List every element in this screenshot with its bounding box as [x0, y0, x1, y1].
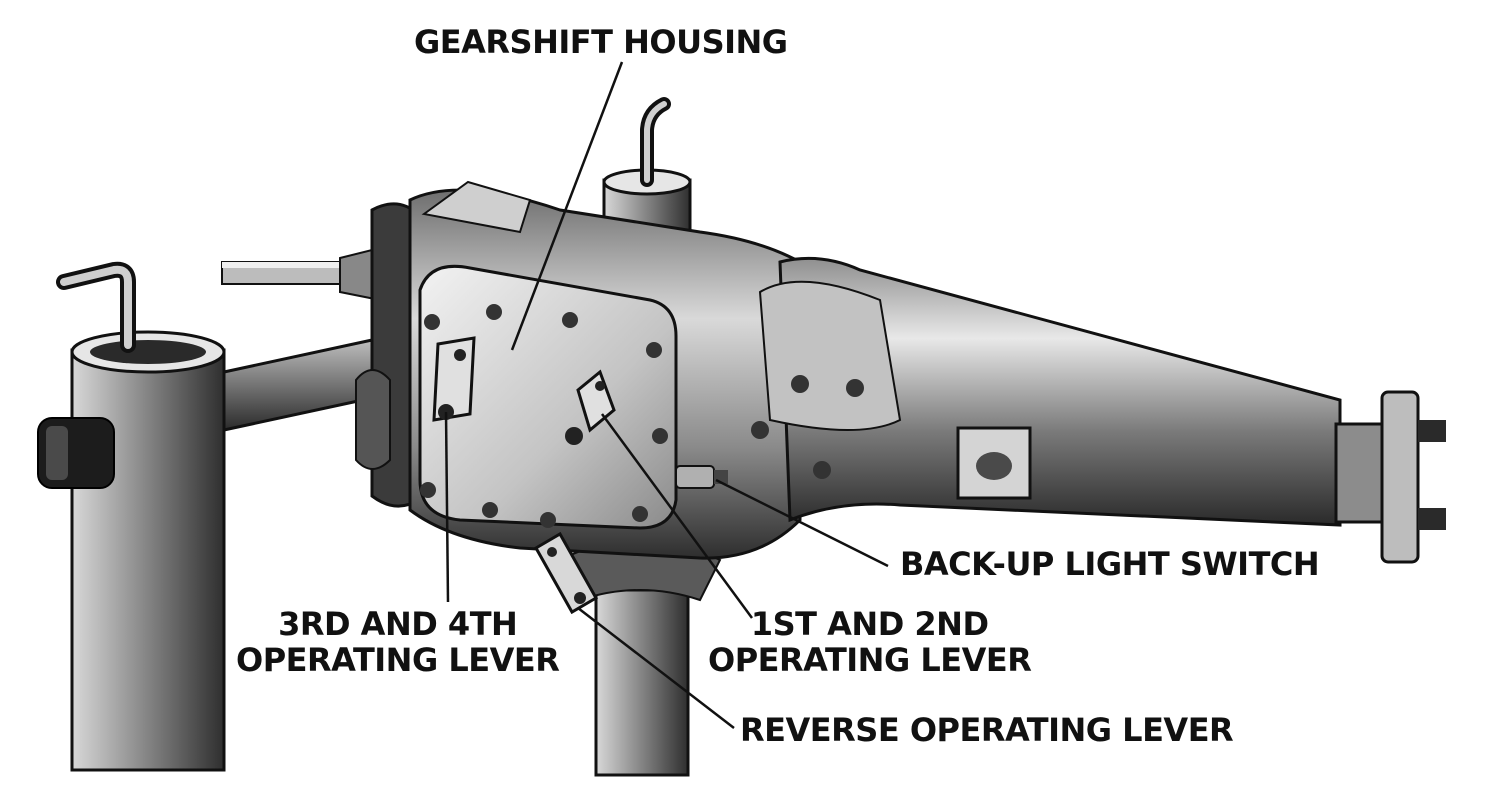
leader-backup-light-switch — [715, 478, 889, 568]
first-second-lever — [565, 369, 616, 445]
label-first-second-lever: 1ST AND 2ND OPERATING LEVER — [708, 605, 1032, 679]
label-third-fourth-line1: 3RD AND 4TH — [278, 605, 518, 643]
left-stand — [37, 261, 374, 772]
label-third-fourth-line2: OPERATING LEVER — [236, 641, 560, 679]
reverse-lever — [533, 531, 599, 615]
label-reverse-lever: REVERSE OPERATING LEVER — [740, 711, 1234, 749]
leader-reverse — [577, 607, 735, 729]
label-first-second-line2: OPERATING LEVER — [708, 641, 1032, 679]
third-fourth-lever — [432, 336, 476, 422]
leader-first-second — [600, 413, 754, 619]
leader-gearshift-housing — [510, 61, 624, 351]
bell-flange — [355, 202, 420, 508]
input-shaft — [221, 246, 381, 302]
backup-light-switch — [675, 465, 728, 489]
leader-third-fourth — [444, 411, 450, 603]
extension-housing — [751, 256, 1446, 564]
leader-lines — [444, 61, 889, 729]
label-third-fourth-lever: 3RD AND 4TH OPERATING LEVER — [236, 605, 560, 679]
label-backup-light-switch: BACK-UP LIGHT SWITCH — [900, 545, 1320, 583]
label-first-second-line1: 1ST AND 2ND — [750, 605, 989, 643]
label-gearshift-housing: GEARSHIFT HOUSING — [414, 23, 788, 61]
gearshift-cover — [418, 264, 678, 530]
